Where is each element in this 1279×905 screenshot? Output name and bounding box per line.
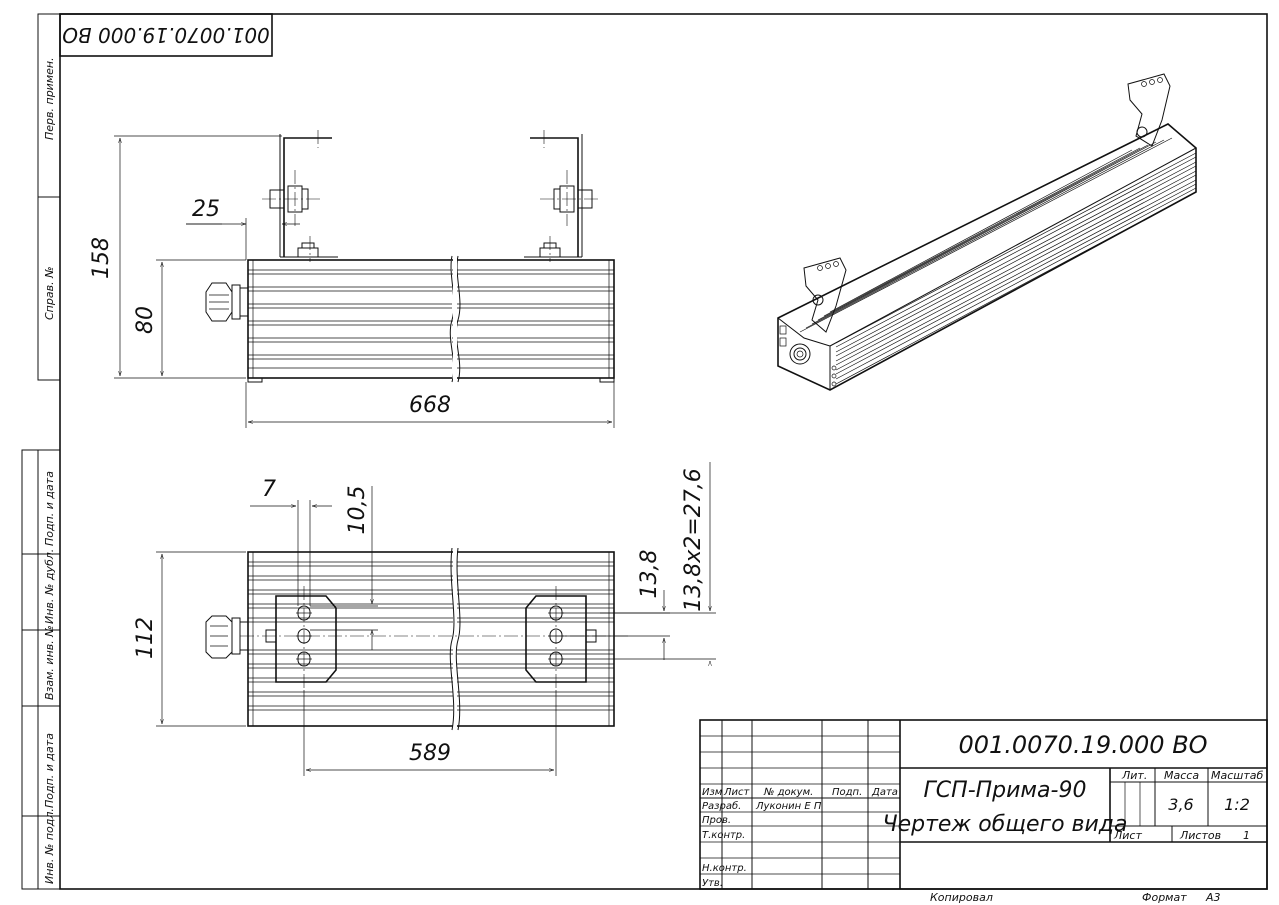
role-razrab: Разраб.: [702, 800, 741, 812]
strip-label-podp-data-1: Подп. и дата: [43, 471, 56, 546]
lit-label: Лит.: [1121, 769, 1147, 782]
header-izm: Изм: [702, 787, 723, 798]
header-list: Лист: [723, 787, 751, 798]
developer-name: Луконин Е П: [755, 801, 822, 812]
mirrored-designation: 001.0070.19.000 ВО: [62, 23, 270, 47]
strip-label-vzam-inv: Взам. инв. №: [43, 625, 56, 700]
strip-label-perv-primen: Перв. примен.: [43, 57, 56, 140]
mass-label: Масса: [1164, 769, 1199, 782]
dim-668: 668: [409, 393, 451, 418]
dim-158: 158: [89, 237, 114, 279]
strip-label-sprav: Справ. №: [43, 266, 56, 320]
dim-112: 112: [133, 617, 158, 659]
scale-value: 1:2: [1224, 795, 1250, 814]
copied-label: Копировал: [930, 891, 993, 904]
mass-value: 3,6: [1168, 795, 1193, 814]
designation: 001.0070.19.000 ВО: [958, 731, 1207, 759]
title-block: 001.0070.19.000 ВО ГСП-Прима-90 Чертеж о…: [699, 719, 1268, 904]
front-dimensions: 158 80 25 668: [89, 135, 615, 428]
product-name: ГСП-Прима-90: [924, 778, 1087, 803]
role-nkontr: Н.контр.: [702, 863, 747, 874]
sheet-label: Лист: [1113, 829, 1142, 842]
header-data: Дата: [871, 787, 898, 798]
scale-label: Масштаб: [1211, 769, 1263, 782]
document-name: Чертеж общего вида: [883, 812, 1128, 837]
role-tkontr: Т.контр.: [702, 830, 745, 841]
sheets-label: Листов: [1179, 829, 1221, 842]
dim-25: 25: [192, 197, 220, 222]
header-ndokum: № докум.: [763, 787, 813, 798]
dim-13-8: 13,8: [637, 550, 662, 599]
dim-10-5: 10,5: [345, 486, 370, 535]
format-value: А3: [1205, 891, 1221, 904]
header-podp: Подп.: [832, 787, 862, 798]
top-view: [205, 547, 630, 731]
isometric-view: [777, 73, 1197, 391]
left-margin-strip: Перв. примен. Справ. № Подп. и дата Инв.…: [21, 13, 61, 890]
dim-80: 80: [133, 306, 158, 334]
top-dimensions: 112 589 7 10,5 13,8 13,8х2=27,6: [133, 462, 716, 776]
strip-label-inv-dubl: Инв. № дубл.: [43, 549, 56, 624]
strip-label-inv-podl: Инв. № подл.: [43, 808, 56, 884]
dim-13-8x2: 13,8х2=27,6: [681, 468, 706, 611]
dim-589: 589: [409, 741, 451, 766]
sheets-value: 1: [1243, 829, 1250, 842]
strip-label-podp-data-2: Подп. и дата: [43, 733, 56, 808]
dim-7: 7: [262, 477, 276, 502]
format-label: Формат: [1142, 891, 1187, 904]
role-utv: Утв.: [702, 878, 723, 889]
mirrored-designation-box: 001.0070.19.000 ВО: [59, 13, 273, 57]
front-view: [205, 130, 615, 383]
role-prov: Пров.: [702, 815, 731, 826]
